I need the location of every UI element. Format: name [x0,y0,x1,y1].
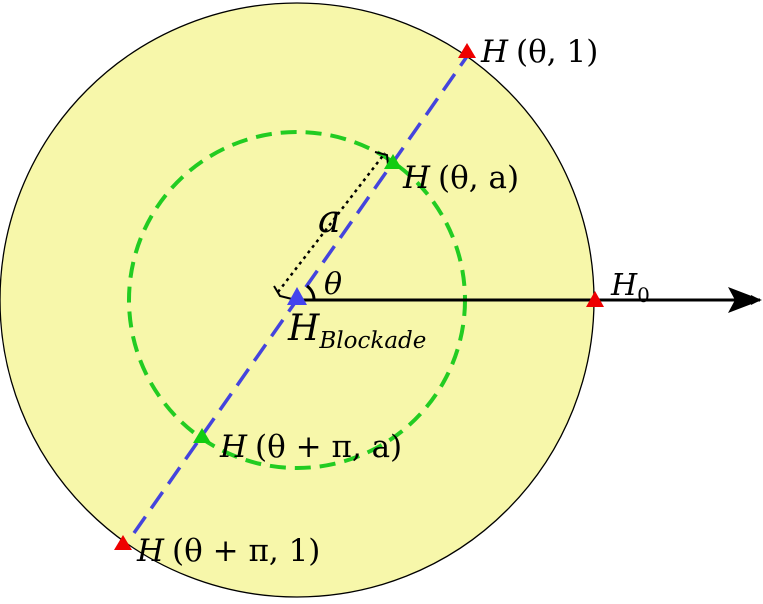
h0-marker [586,291,604,307]
label-h-theta-pi-a: H(θ + π, a) [219,429,402,465]
label-h-blockade: HBlockade [287,308,426,354]
label-h-theta-1: H(θ, 1) [480,34,598,70]
label-theta: θ [324,267,342,302]
h-theta-1-marker [458,43,476,58]
h-theta-a-marker [384,154,402,169]
h-theta-pi-1-marker [114,535,132,550]
label-radius-a: a [318,197,341,241]
label-h0: H0 [610,268,650,307]
theta-angle-arc [306,284,316,301]
radius-a-tick-outer [374,151,389,166]
radius-a-dimension-line [277,152,386,293]
h-blockade-marker [287,287,307,305]
radius-a-tick-inner [273,285,293,300]
h-theta-pi-a-marker [193,428,211,443]
label-h-theta-a: H(θ, a) [402,160,519,196]
diameter-line [132,53,470,535]
label-h-theta-pi-1: H(θ + π, 1) [136,533,320,569]
arrow-head [728,287,762,313]
